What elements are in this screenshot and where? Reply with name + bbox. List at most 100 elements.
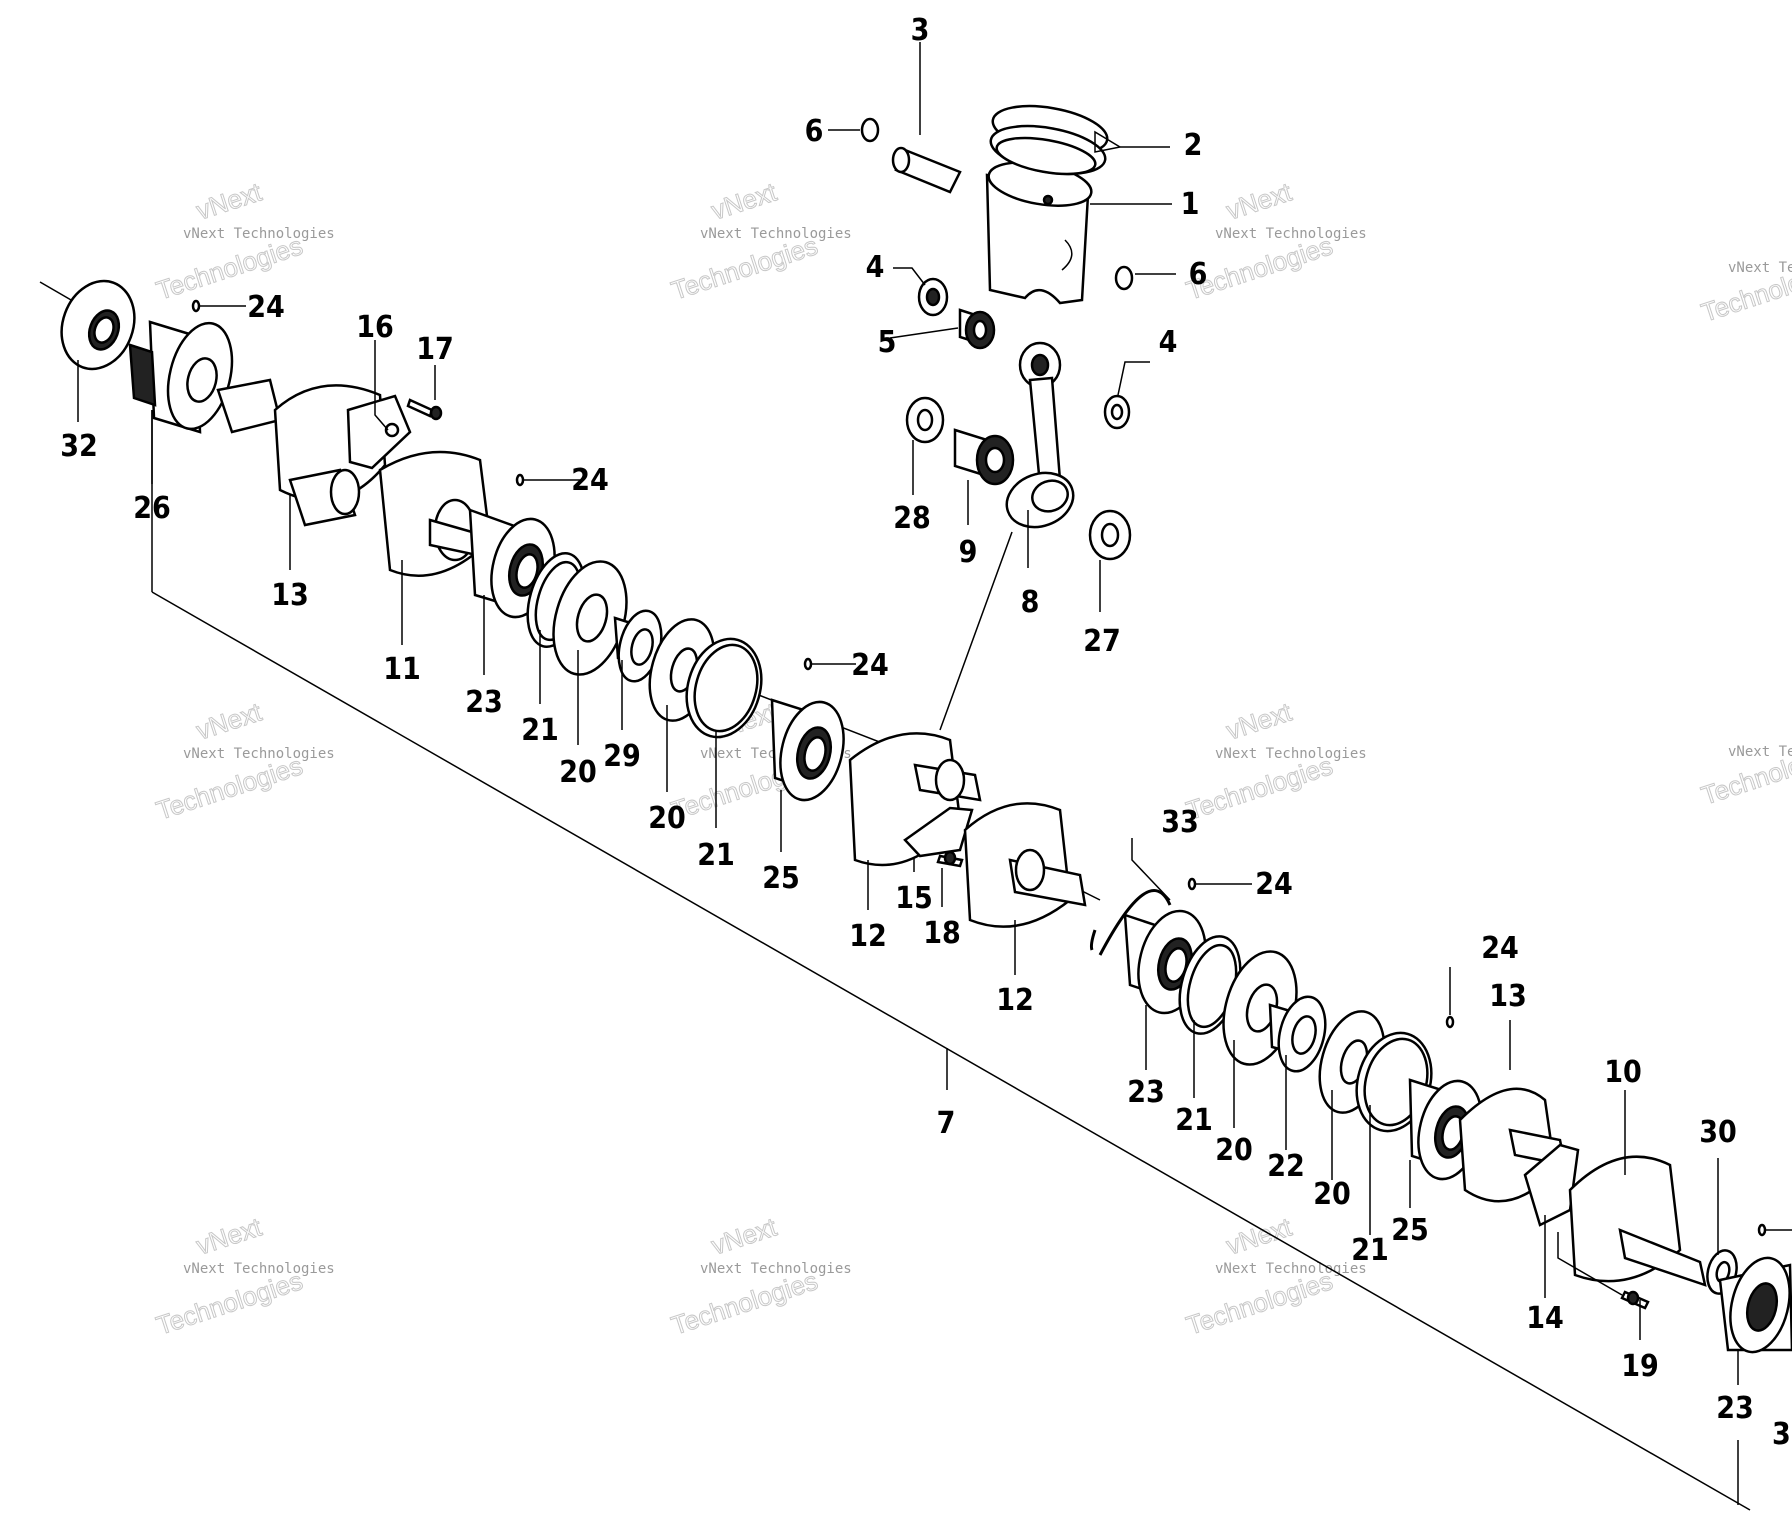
callout-10: 10 — [1604, 1055, 1642, 1090]
callout-9: 9 — [959, 535, 978, 570]
watermark: vNext vNext Technologies Technologies — [1182, 176, 1367, 306]
callout-33: 33 — [1161, 805, 1199, 840]
watermark-text-large: vNext — [1223, 696, 1296, 745]
part-thrust-washer-4a — [917, 277, 949, 317]
callout-21-b: 21 — [697, 838, 735, 873]
part-dowel-24d — [1187, 877, 1197, 891]
part-bearing-25a — [770, 698, 845, 802]
watermark: vNext vNext Technologies Technologies — [152, 696, 335, 826]
part-key-plate-16 — [1523, 1143, 1580, 1227]
callout-20-d: 20 — [1313, 1177, 1351, 1212]
watermark: vNext vNext Technologies Technologies — [667, 1211, 852, 1341]
part-bearing-22 — [1268, 995, 1327, 1073]
part-piston-pin-3 — [891, 146, 962, 194]
callout-2: 2 — [1184, 128, 1203, 163]
callout-4-right: 4 — [1159, 325, 1178, 360]
callout-23-c: 23 — [1716, 1391, 1754, 1426]
watermark: vNext vNext Technologies Technologies — [667, 176, 852, 306]
part-dowel-24a — [191, 299, 201, 313]
callout-24-d: 24 — [1255, 867, 1293, 902]
callout-22: 22 — [1267, 1149, 1305, 1184]
part-key-plate-18 — [346, 394, 412, 470]
callout-17: 15 — [895, 881, 933, 916]
callout-13: 13 — [1489, 979, 1527, 1014]
callout-27: 27 — [1083, 624, 1121, 659]
part-circlip-6b — [1114, 265, 1134, 291]
watermark-text-small: vNext Technologies — [183, 1261, 335, 1277]
watermark-text-large: vNext — [1223, 1211, 1296, 1260]
callout-31: 31 — [1772, 1417, 1792, 1452]
watermark-text-small: vNext Technologies — [1215, 226, 1367, 242]
part-washer-20a — [552, 560, 628, 676]
callout-18: 16 — [356, 310, 394, 345]
callout-6-right: 6 — [1189, 257, 1208, 292]
part-bearing-23c — [1718, 1256, 1792, 1354]
callout-23-a: 23 — [465, 685, 503, 720]
part-connecting-rod-8 — [1005, 341, 1075, 529]
watermark-text-large: vNext — [193, 1211, 266, 1260]
part-dowel-24b — [515, 473, 525, 487]
callout-23-b: 23 — [1127, 1075, 1165, 1110]
callout-21-d: 21 — [1351, 1233, 1389, 1268]
watermark-text-small: vNext Technologies — [183, 746, 335, 762]
part-circlip-6a — [860, 117, 880, 143]
watermark-text-small: vNext Technologies — [700, 1261, 852, 1277]
part-piston-rings-2 — [989, 104, 1109, 176]
callout-16: 14 — [1526, 1301, 1564, 1336]
part-bolt-19c — [1620, 1290, 1650, 1310]
part-needle-bearing-9 — [953, 428, 1015, 486]
leader-lines — [77, 42, 1792, 1385]
callout-19-b: 18 — [923, 916, 961, 951]
callout-25-a: 25 — [762, 861, 800, 896]
callout-15: 13 — [271, 578, 309, 613]
part-crank-half-12 — [963, 802, 1087, 928]
callout-3: 3 — [911, 13, 930, 48]
part-bearing-26 — [128, 320, 234, 434]
watermark-text-small: vNext Technologies — [1215, 1261, 1367, 1277]
watermark-text-large: vNext — [1223, 176, 1296, 225]
callout-7: 7 — [937, 1106, 956, 1141]
part-bolt-19a — [406, 398, 443, 421]
callout-20-b: 20 — [648, 801, 686, 836]
callout-12: 12 — [996, 983, 1034, 1018]
callout-labels: 3 2 1 6 6 4 5 4 28 9 8 27 32 26 24 16 17… — [60, 13, 1792, 1452]
part-dowel-right — [1757, 1223, 1767, 1237]
callout-28: 28 — [893, 501, 931, 536]
part-bearing-23b — [1123, 909, 1207, 1015]
callout-1: 1 — [1181, 187, 1200, 222]
watermark-text-small: vNext Technologies — [1215, 746, 1367, 762]
callout-8: 8 — [1021, 585, 1040, 620]
callout-5: 5 — [878, 325, 897, 360]
callout-20-c: 20 — [1215, 1133, 1253, 1168]
watermark-text-small: vNext Technologies — [183, 226, 335, 242]
part-bolt-19b — [936, 850, 964, 868]
part-oil-seal-32 — [60, 279, 136, 371]
parts — [60, 104, 1792, 1354]
watermark: vNext vNext Technologies Technologies — [1182, 696, 1367, 826]
callout-4-left: 4 — [866, 250, 885, 285]
watermark-edge: vNext Technologies Technologies vNext Te… — [1697, 252, 1792, 811]
callout-26: 26 — [133, 491, 171, 526]
callout-14: 12 — [849, 919, 887, 954]
watermark: vNext vNext Technologies Technologies — [152, 1211, 335, 1341]
callout-19-a: 17 — [416, 332, 454, 367]
callout-20-a: 20 — [559, 755, 597, 790]
callout-24-c: 24 — [851, 648, 889, 683]
part-bearing-29 — [613, 609, 663, 683]
part-thrust-washer-4b — [1103, 394, 1131, 430]
part-thrust-washer-28 — [905, 396, 945, 444]
part-ring-33 — [1089, 889, 1172, 956]
watermark-text-large: vNext — [708, 1211, 781, 1260]
callout-21-c: 21 — [1175, 1103, 1213, 1138]
part-snap-ring-21b — [685, 637, 763, 739]
part-dowel-24e — [1445, 1015, 1455, 1029]
callout-29: 29 — [603, 739, 641, 774]
callout-24-e: 24 — [1481, 931, 1519, 966]
watermark-text-large: vNext — [193, 696, 266, 745]
callout-30: 30 — [1699, 1115, 1737, 1150]
watermark-text-large: vNext — [193, 176, 266, 225]
callout-6-top: 6 — [805, 114, 824, 149]
watermark-text-small: vNext Technologies — [1728, 260, 1792, 276]
part-dowel-24c — [803, 657, 813, 671]
